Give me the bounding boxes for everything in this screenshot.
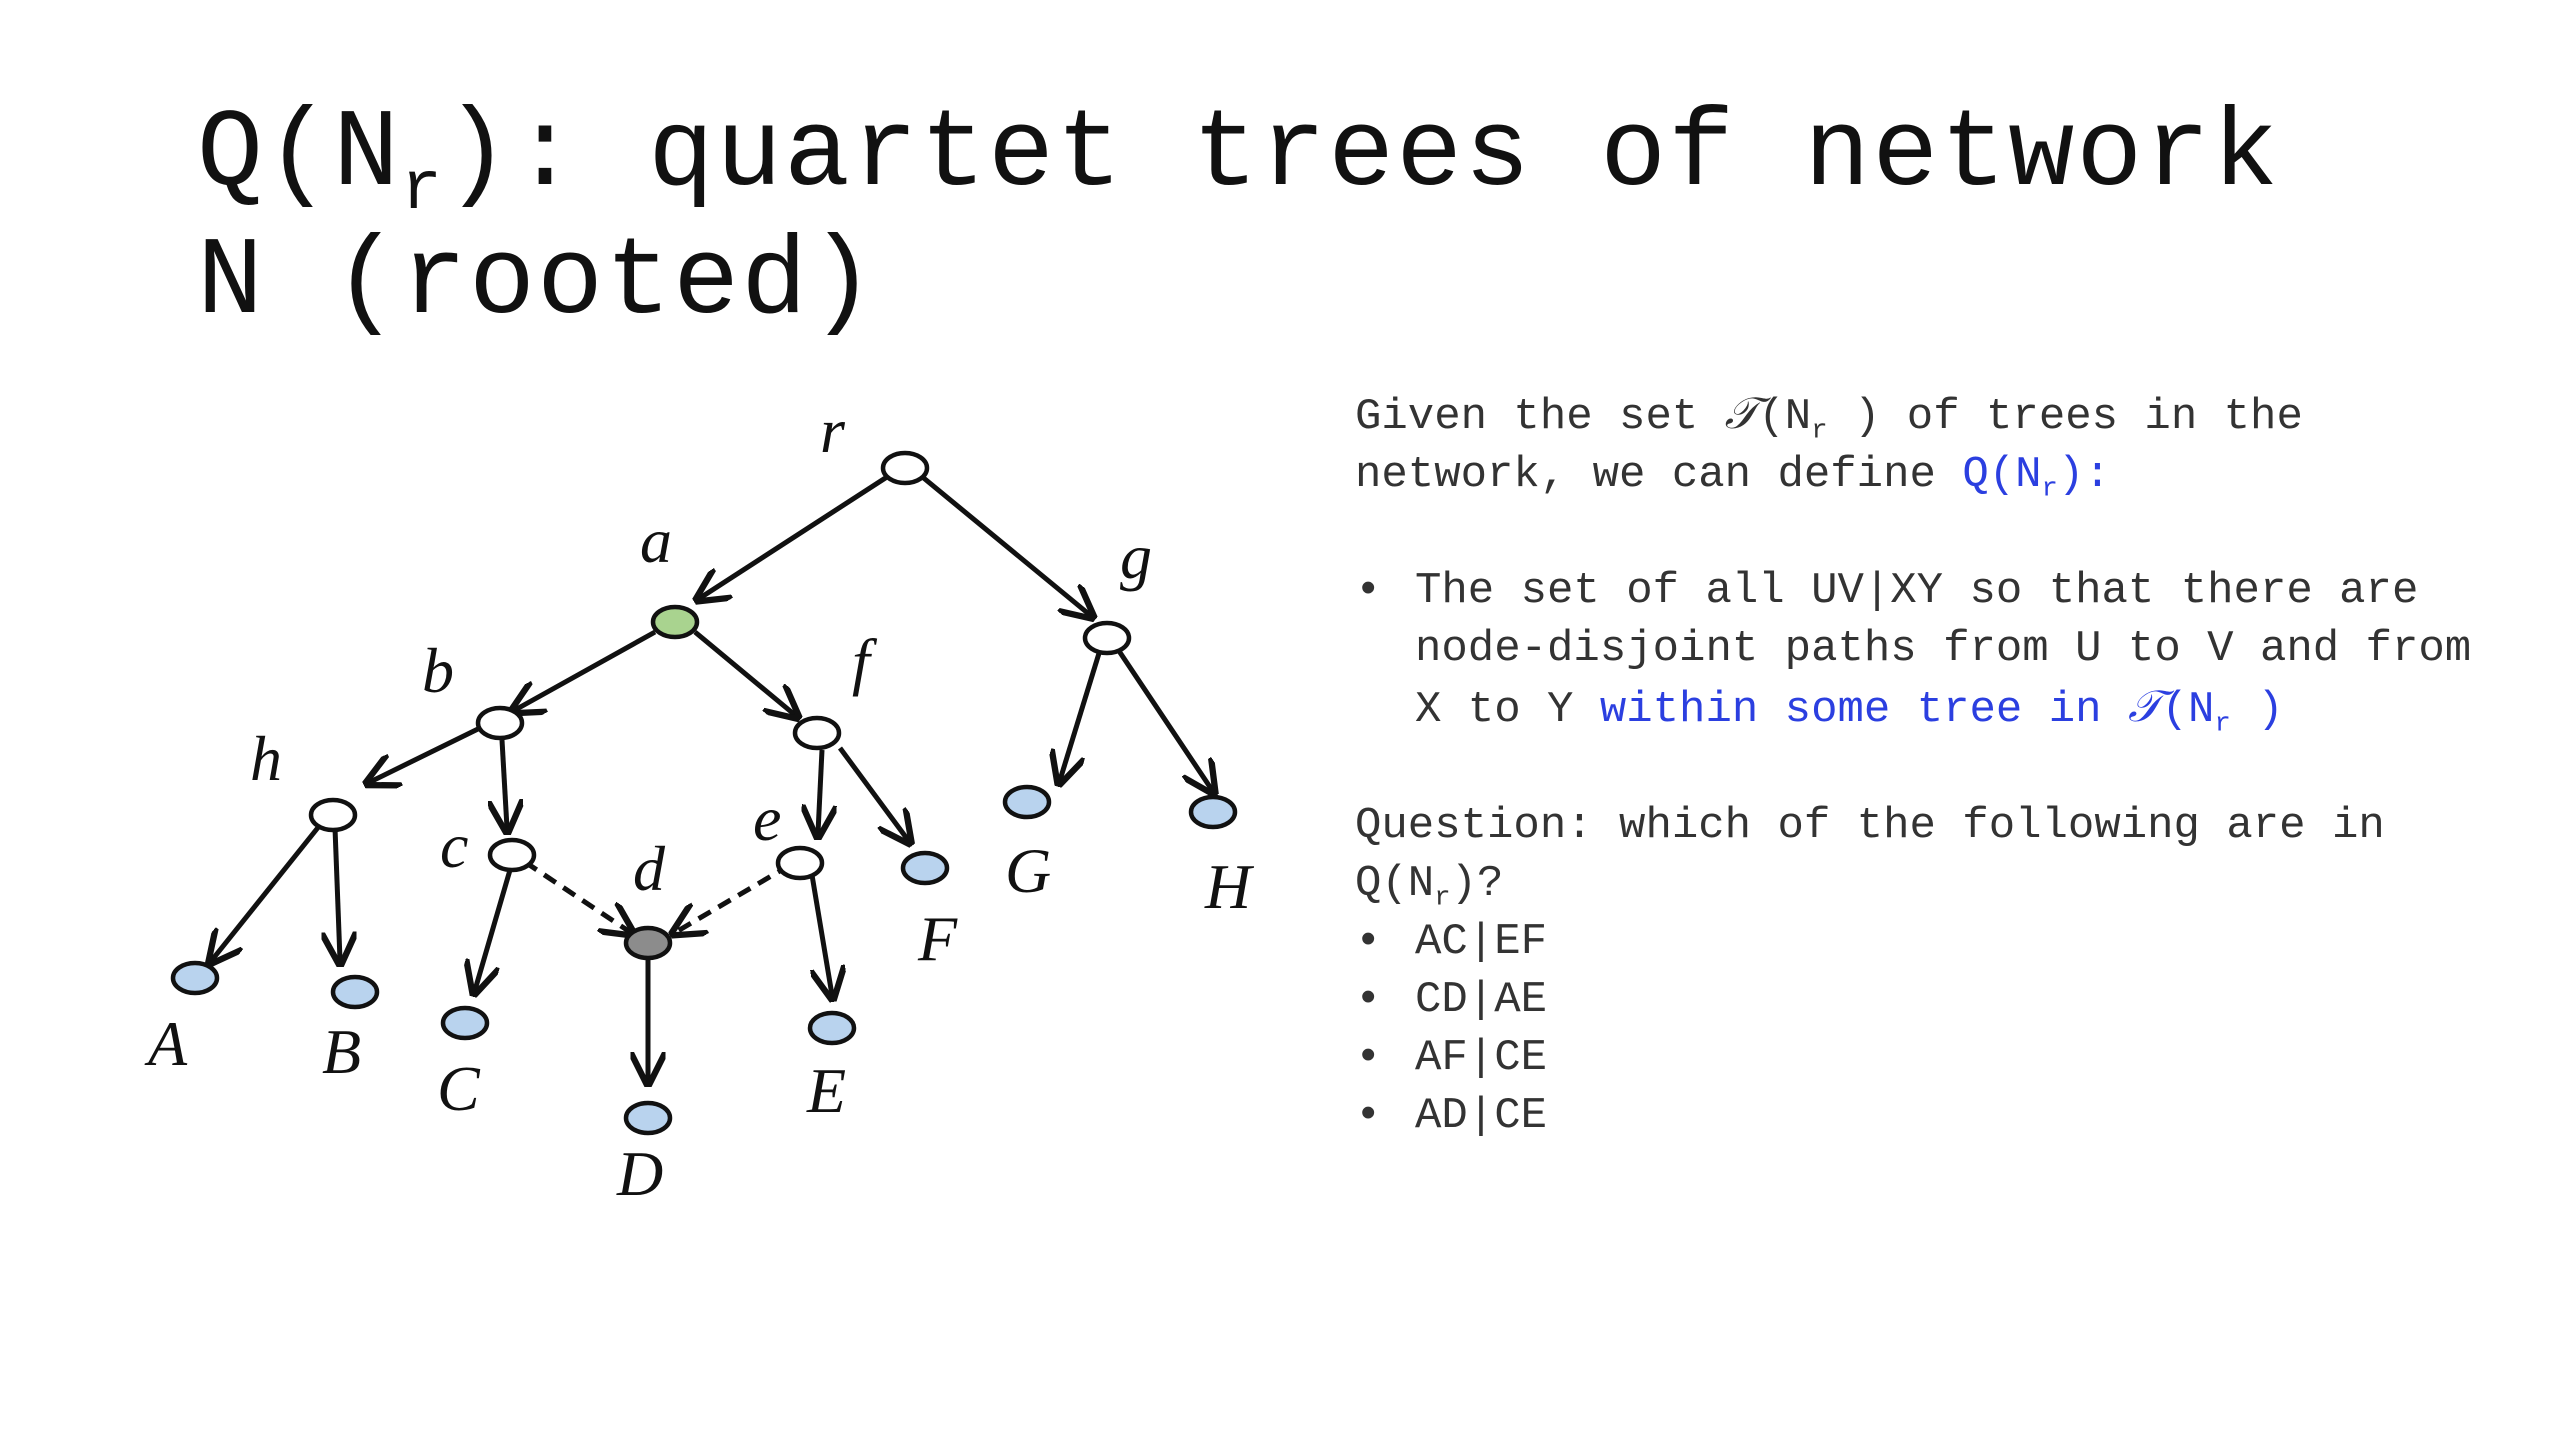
edge-b-c <box>502 739 507 828</box>
node-E <box>807 1010 857 1046</box>
label-F: F <box>917 903 958 974</box>
node-C <box>440 1005 490 1041</box>
label-b: b <box>422 635 454 706</box>
node-d <box>623 925 673 961</box>
question-options: AC|EF CD|AE AF|CE AD|CE <box>1355 913 2515 1145</box>
page-title: Q(Nr): quartet trees of network N (roote… <box>197 92 2447 348</box>
edge-g-H <box>1114 646 1212 790</box>
label-h: h <box>250 723 282 794</box>
label-r: r <box>820 395 846 466</box>
edge-r-a <box>700 472 892 598</box>
label-E: E <box>806 1055 846 1126</box>
label-e: e <box>753 783 781 854</box>
edge-h-B <box>335 827 340 960</box>
edge-h-A <box>212 823 322 960</box>
node-f <box>792 715 842 751</box>
edge-c-C <box>475 869 513 990</box>
label-C: C <box>437 1053 481 1124</box>
label-A: A <box>144 1008 188 1079</box>
node-g <box>1082 620 1132 656</box>
edge-e-E <box>809 874 832 995</box>
node-c <box>487 837 537 873</box>
label-D: D <box>616 1138 663 1209</box>
option-item: AC|EF <box>1355 913 2515 971</box>
label-g: g <box>1120 521 1152 592</box>
node-G <box>1002 784 1052 820</box>
option-item: AF|CE <box>1355 1029 2515 1087</box>
definition-item: The set of all UV|XY so that there are n… <box>1355 562 2515 739</box>
edge-c-d <box>523 859 630 932</box>
edge-g-G <box>1060 649 1103 780</box>
option-item: CD|AE <box>1355 971 2515 1029</box>
label-H: H <box>1204 851 1255 922</box>
label-B: B <box>322 1016 361 1087</box>
edge-r-g <box>918 473 1090 615</box>
script-t-symbol: 𝒯 <box>2127 682 2162 731</box>
edge-f-F <box>837 746 908 840</box>
node-b <box>475 705 525 741</box>
title-line2: N (rooted) <box>197 221 878 346</box>
title-prefix: Q(N <box>197 93 402 218</box>
label-f: f <box>852 626 878 697</box>
q-nr-highlight: Q(Nr): <box>1962 450 2111 505</box>
node-A <box>170 960 220 996</box>
question-text: Question: which of the following are in … <box>1355 801 2385 914</box>
node-h <box>308 797 358 833</box>
title-subscript: r <box>401 151 444 229</box>
label-G: G <box>1005 835 1051 906</box>
label-c: c <box>440 810 468 881</box>
label-a: a <box>640 505 672 576</box>
node-a <box>650 604 700 640</box>
node-B <box>330 974 380 1010</box>
node-r <box>880 450 930 486</box>
explanation-panel: Given the set 𝒯(Nr ) of trees in the net… <box>1355 385 2515 1145</box>
edge-f-e <box>818 749 822 833</box>
node-D <box>623 1100 673 1136</box>
edge-a-b <box>515 629 657 710</box>
network-diagram: r a g b f h c e d A B C D E F G H <box>144 395 1255 1209</box>
edge-b-h <box>370 725 482 782</box>
node-F <box>900 850 950 886</box>
definition-list: The set of all UV|XY so that there are n… <box>1355 562 2515 739</box>
node-e <box>775 845 825 881</box>
node-H <box>1188 794 1238 830</box>
option-item: AD|CE <box>1355 1087 2515 1145</box>
intro-paragraph: Given the set 𝒯(Nr ) of trees in the net… <box>1355 389 2303 505</box>
title-line1-rest: ): quartet trees of network <box>443 93 2281 218</box>
definition-highlight: within some tree in 𝒯(Nr ) <box>1599 682 2284 740</box>
edge-a-f <box>693 630 795 715</box>
label-d: d <box>633 833 666 904</box>
script-t-symbol: 𝒯 <box>1724 389 1759 438</box>
edge-e-d <box>676 862 792 932</box>
